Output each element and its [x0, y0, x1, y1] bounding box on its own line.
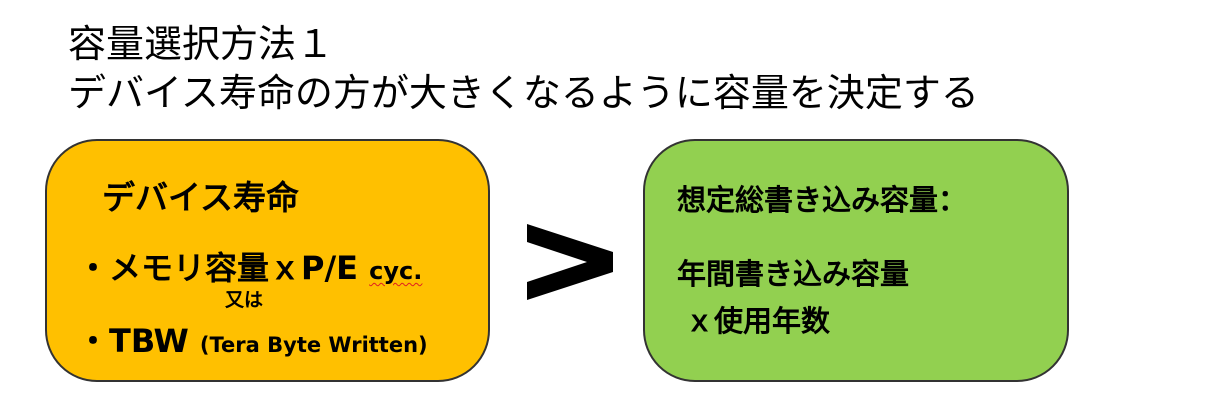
total-write-capacity-box: 想定総書き込み容量： 年間書き込み容量 ｘ使用年数: [643, 139, 1069, 382]
slide-title-line1: 容量選択方法１: [68, 22, 335, 66]
device-lifetime-title: デバイス寿命: [102, 178, 300, 217]
memory-capacity-pe-text: ・メモリ容量ｘP/E: [77, 249, 359, 287]
annual-write-capacity-text: 年間書き込み容量: [677, 257, 910, 291]
total-write-capacity-title: 想定総書き込み容量：: [677, 183, 968, 217]
tbw-bullet: ・TBW (Tera Byte Written): [77, 316, 428, 362]
greater-than-icon: [527, 224, 613, 300]
device-lifetime-box: デバイス寿命 ・メモリ容量ｘP/E cyc. 又は ・TBW (Tera Byt…: [45, 139, 490, 382]
slide-title-line2: デバイス寿命の方が大きくなるように容量を決定する: [68, 71, 979, 115]
years-of-use-text: ｘ使用年数: [685, 304, 831, 338]
memory-capacity-pe-bullet: ・メモリ容量ｘP/E cyc.: [77, 243, 422, 289]
tbw-expansion: (Tera Byte Written): [199, 333, 428, 357]
tbw-text: ・TBW: [77, 322, 189, 360]
or-label: 又は: [225, 289, 264, 311]
cycles-label: cyc.: [369, 257, 423, 285]
